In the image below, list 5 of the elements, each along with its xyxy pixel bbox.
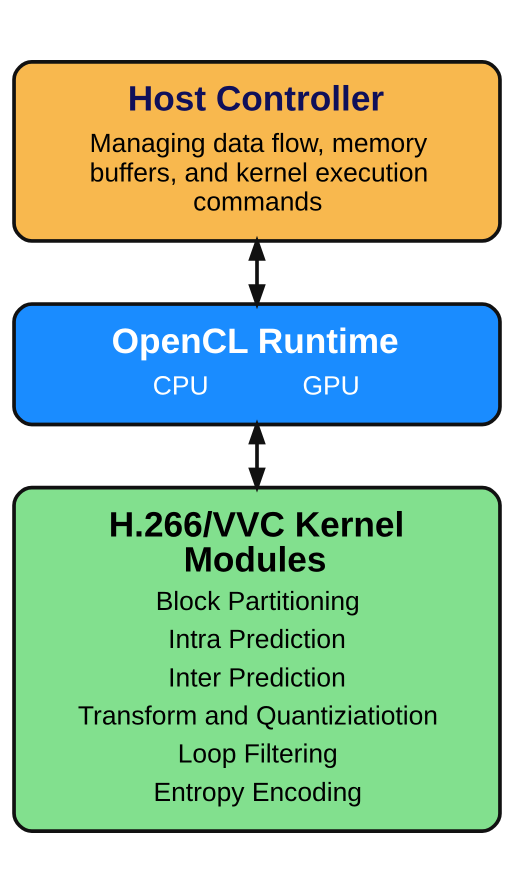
arrow [248,418,266,492]
node-box: H.266/VVC Kernel Modules Block Partitioning Intra Prediction Inter Prediction Transform and Quantiziatiotion Loop Filtering Entropy Encoding [12,485,502,832]
node-box: Host Controller Managing data flow, memory buffers, and kernel execution commands [12,60,502,242]
arrow [248,235,266,309]
node-box: OpenCL Runtime CPU GPU [12,302,502,426]
